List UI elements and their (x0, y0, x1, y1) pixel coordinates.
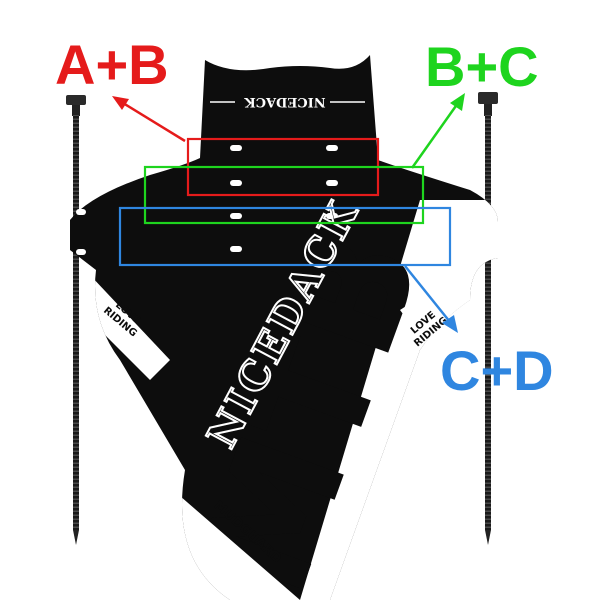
brand-strip: NICEDACK (210, 94, 365, 109)
arrow-c-d (404, 265, 458, 333)
arrow-a-b (112, 96, 186, 143)
label-b-c: B+C (425, 35, 539, 98)
label-a-b: A+B (55, 33, 169, 96)
arrow-b-c (410, 93, 465, 169)
mudguard-body (70, 55, 498, 600)
cable-tie-right (478, 92, 498, 545)
brand-text-top: NICEDACK (244, 94, 326, 109)
right-white-wing (400, 265, 470, 350)
mounting-slots (76, 145, 494, 255)
box-c-d (118, 206, 452, 267)
label-c-d: C+D (440, 339, 554, 402)
left-white-wing (90, 275, 170, 380)
cable-tie-left (66, 95, 86, 545)
box-b-c (143, 165, 425, 225)
